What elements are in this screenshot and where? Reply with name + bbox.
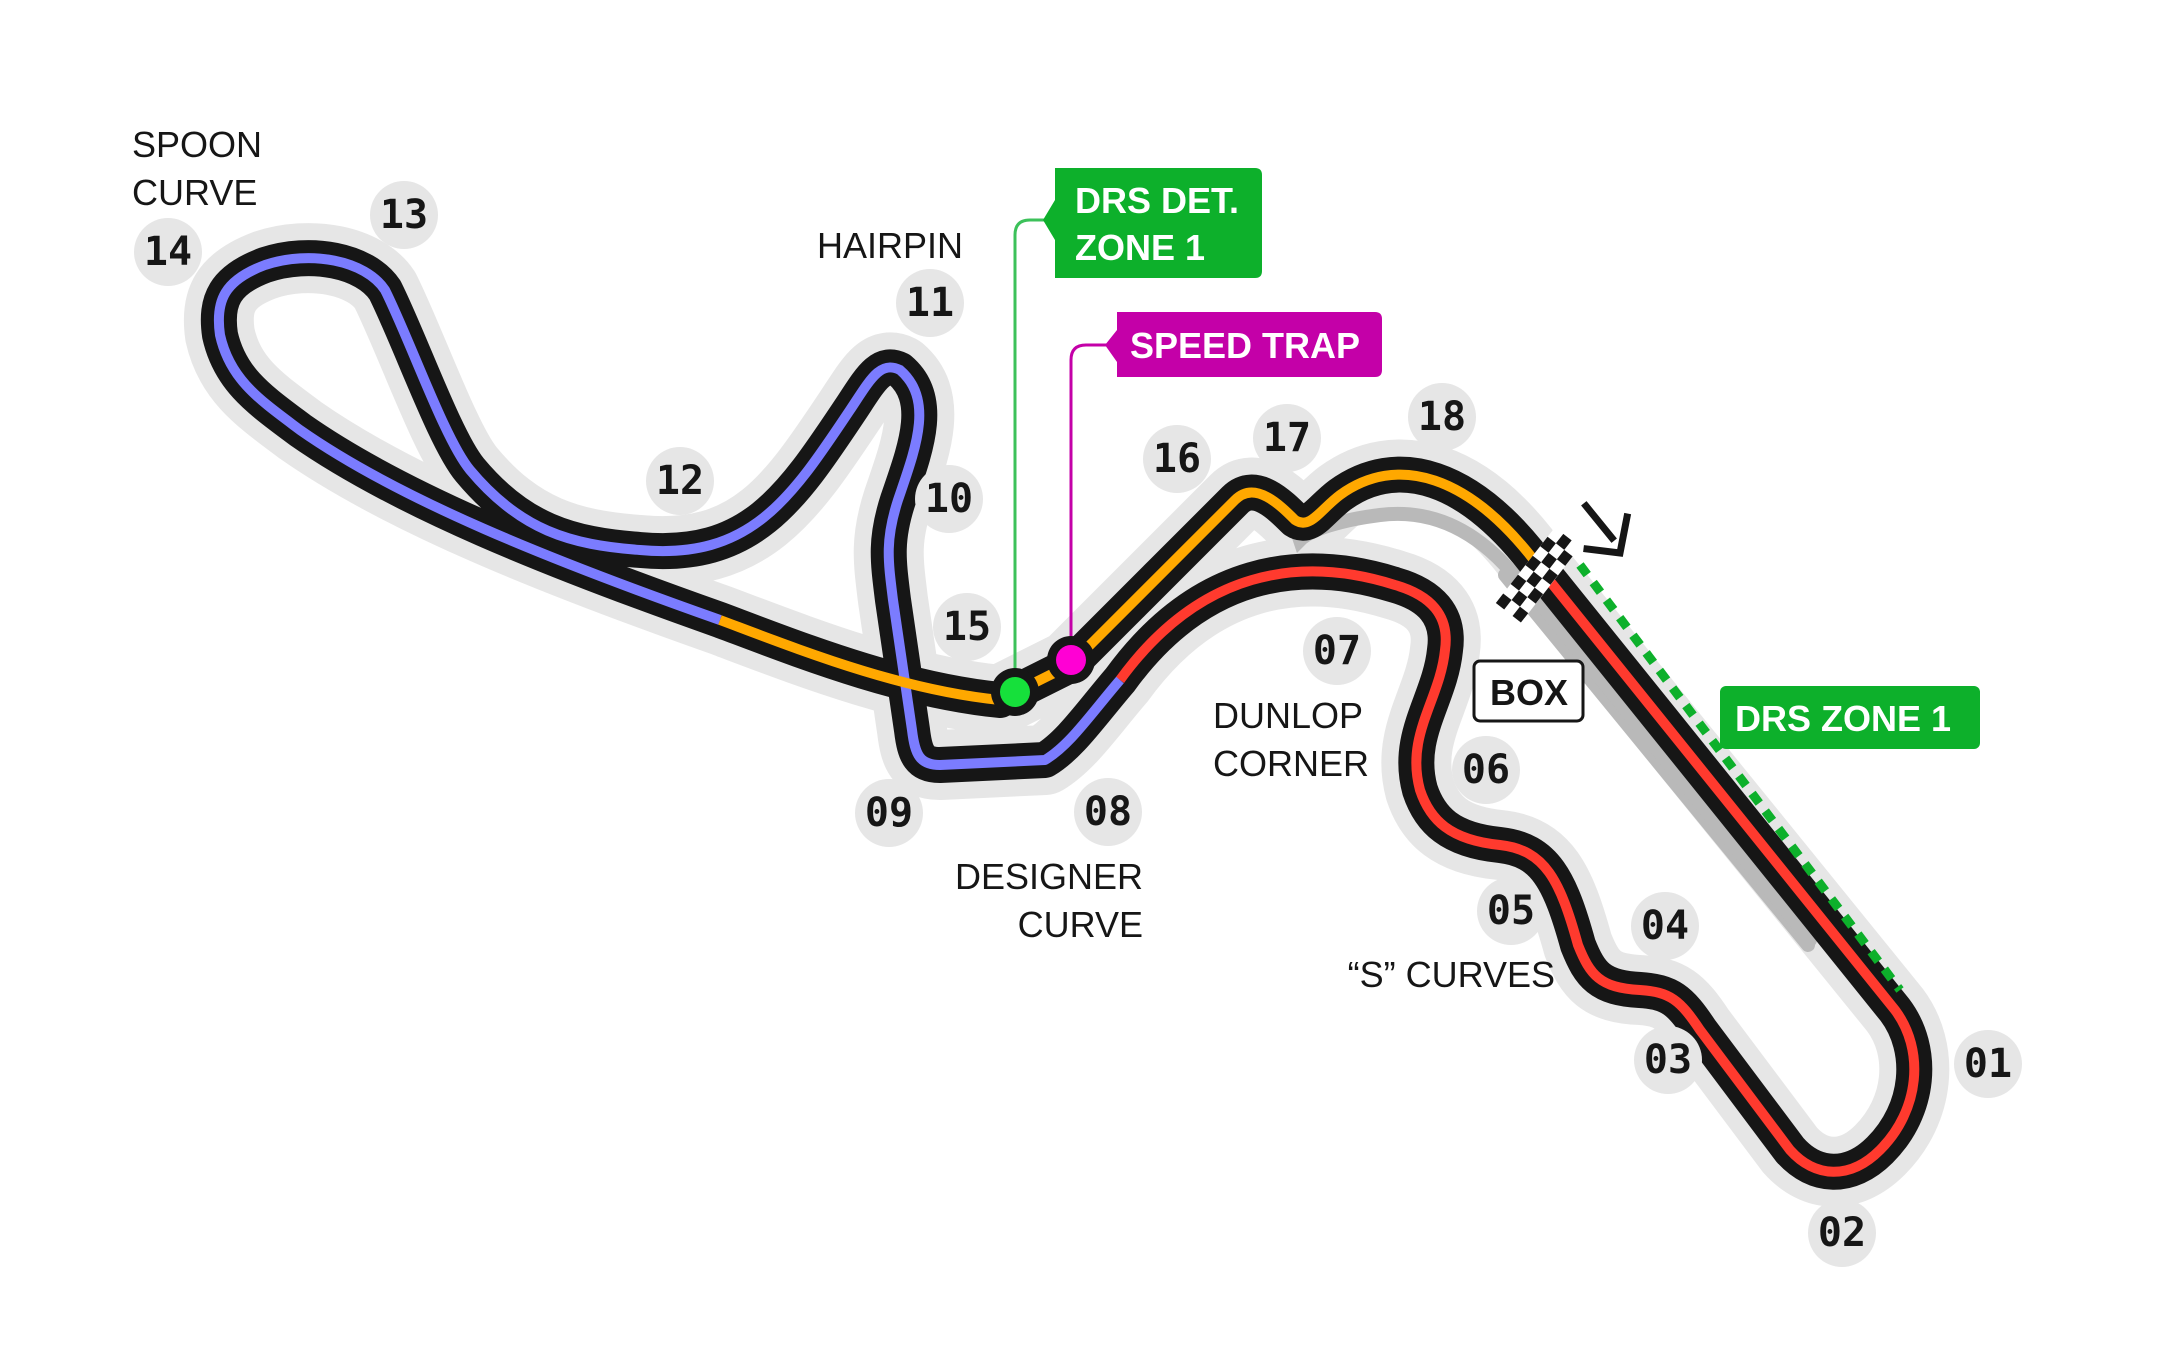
drs-zone-tag: DRS ZONE 1 (1720, 686, 1980, 749)
drs-zone-line (1576, 562, 1904, 993)
svg-text:09: 09 (865, 790, 913, 836)
svg-text:03: 03 (1644, 1037, 1692, 1083)
drs-detection-line-2: ZONE 1 (1075, 227, 1205, 268)
corner-spoon-line-2: CURVE (132, 172, 257, 213)
svg-text:02: 02 (1818, 1210, 1866, 1256)
svg-text:06: 06 (1462, 747, 1510, 793)
svg-text:10: 10 (925, 476, 973, 522)
svg-text:07: 07 (1313, 628, 1361, 674)
pit-box-text: BOX (1490, 672, 1568, 713)
turn-badge: 10 (915, 465, 983, 533)
speed-trap-leader (1069, 343, 1115, 660)
svg-text:13: 13 (380, 192, 428, 238)
pit-lane-inner (1523, 583, 1817, 947)
direction-arrow-icon (1581, 501, 1632, 557)
svg-text:05: 05 (1487, 888, 1535, 934)
corner-spoon-line-1: SPOON (132, 124, 262, 165)
corner-designer-line-2: CURVE (1018, 904, 1143, 945)
turn-badge: 14 (134, 218, 202, 286)
turn-badge: 15 (933, 593, 1001, 661)
turn-badge: 07 (1303, 617, 1371, 685)
svg-text:14: 14 (144, 229, 192, 275)
turn-badge: 09 (855, 779, 923, 847)
drs-detection-point (991, 668, 1039, 716)
svg-text:17: 17 (1263, 415, 1311, 461)
drs-detection-tag: DRS DET. ZONE 1 (1043, 168, 1262, 278)
corner-s-curves: “S” CURVES (1348, 954, 1555, 995)
turn-badge: 12 (646, 447, 714, 515)
svg-text:11: 11 (906, 280, 954, 326)
speed-trap-label: SPEED TRAP (1130, 325, 1360, 366)
turn-badge: 13 (370, 181, 438, 249)
drs-detection-line-1: DRS DET. (1075, 180, 1239, 221)
turn-badge: 06 (1452, 736, 1520, 804)
checkered-flag-icon (1495, 527, 1581, 623)
turn-badge: 02 (1808, 1199, 1876, 1267)
svg-text:15: 15 (943, 604, 991, 650)
corner-hairpin: HAIRPIN (817, 225, 963, 266)
sector-2-line (213, 253, 1124, 770)
turn-badges: 01 02 03 04 05 06 07 08 09 10 11 12 13 1… (134, 181, 2022, 1267)
pit-box-label: BOX (1472, 659, 1585, 723)
sector-3-line (718, 469, 1550, 705)
turn-badge: 16 (1143, 425, 1211, 493)
turn-badge: 01 (1954, 1030, 2022, 1098)
drs-detection-leader (1013, 218, 1060, 685)
corner-designer-line-1: DESIGNER (955, 856, 1143, 897)
svg-text:04: 04 (1641, 903, 1689, 949)
corner-labels: SPOON CURVE HAIRPIN DUNLOP CORNER DESIGN… (132, 124, 1555, 995)
turn-badge: 11 (896, 269, 964, 337)
sector-1-line (1115, 566, 1920, 1177)
svg-text:16: 16 (1153, 436, 1201, 482)
drs-zone-label: DRS ZONE 1 (1735, 698, 1951, 739)
turn-badge: 18 (1408, 383, 1476, 451)
corner-dunlop-line-2: CORNER (1213, 743, 1369, 784)
turn-badge: 17 (1253, 404, 1321, 472)
corner-dunlop-line-1: DUNLOP (1213, 695, 1363, 736)
svg-text:18: 18 (1418, 394, 1466, 440)
turn-badge: 08 (1074, 778, 1142, 846)
svg-text:12: 12 (656, 458, 704, 504)
svg-text:01: 01 (1964, 1041, 2012, 1087)
speed-trap-tag: SPEED TRAP (1105, 312, 1382, 377)
speed-trap-point (1047, 636, 1095, 684)
svg-text:08: 08 (1084, 789, 1132, 835)
turn-badge: 05 (1477, 877, 1545, 945)
turn-badge: 04 (1631, 892, 1699, 960)
turn-badge: 03 (1634, 1026, 1702, 1094)
